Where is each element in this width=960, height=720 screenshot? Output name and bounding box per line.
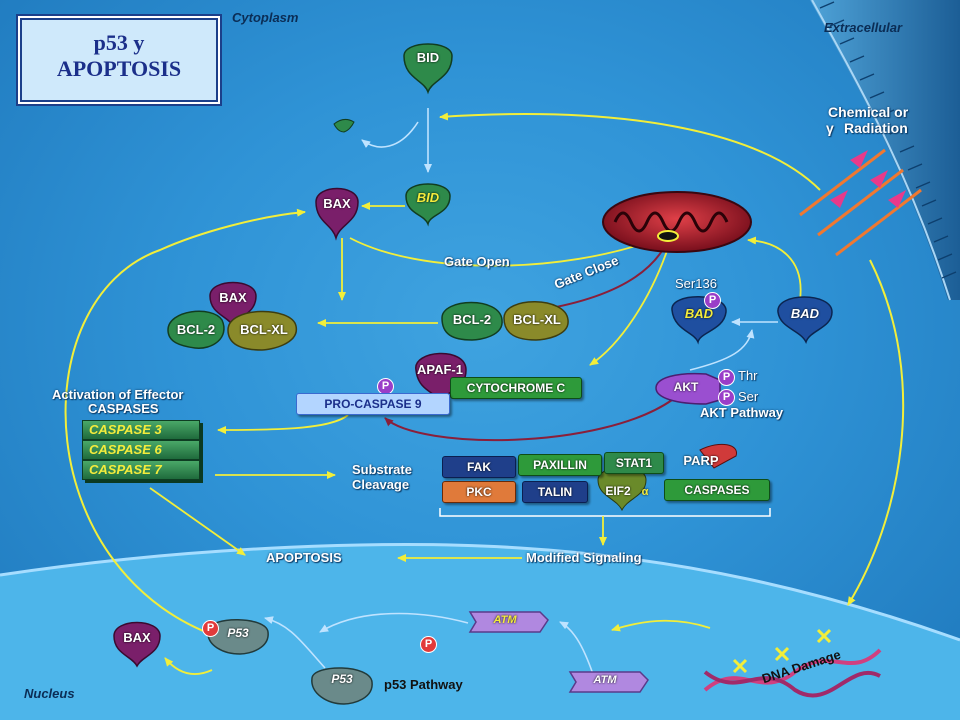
bad-right-text: BAD [790,306,820,321]
talin: TALIN [522,481,588,503]
bid-fragment-shape [333,118,355,133]
p53-pathway-label: p53 Pathway [384,677,463,692]
bax-complex: BAX [219,290,247,305]
bax-nucleus: BAX [123,630,151,645]
region-nucleus: Nucleus [24,686,75,701]
bad-right: BAD [778,306,832,321]
stat1: STAT1 [604,452,664,474]
membrane-texture [819,1,957,279]
dna-helix [703,628,882,698]
substrate-line2: Cleavage [352,477,410,492]
substrate-line1: Substrate [352,462,412,477]
title-line1: p53 y [93,30,145,55]
atm-bottom: ATM [593,674,617,686]
p53-phospho-badge: P [202,620,219,637]
p53-bottom: P53 [331,672,353,686]
bclxl-right: BCL-XL [513,312,561,327]
akt-thr-badge: P [718,369,735,386]
bid-mid: BID [416,190,440,205]
parp: PARP [683,453,719,468]
pkc: PKC [442,481,516,503]
thr-label: Thr [738,368,758,383]
bclxl-left: BCL-XL [240,322,288,337]
caspases-substrate: CASPASES [664,479,770,501]
eif2: EIF2 [605,484,631,498]
ser136-label: Ser136 [675,276,717,291]
region-cytoplasm: Cytoplasm [232,10,299,25]
bid-top: BID [416,50,440,65]
paxillin: PAXILLIN [518,454,602,476]
caspase6: CASPASE 6 [82,440,200,460]
free-phospho-badge: P [420,636,437,653]
ser-label: Ser [738,389,759,404]
title-box: p53 y APOPTOSIS [20,18,218,102]
p53-top: P53 [227,626,249,640]
eif2-alpha: α [641,486,649,498]
loop-arrow [64,208,306,641]
region-extracellular: Extracellular [824,20,903,35]
apaf1: APAF-1 [417,362,463,377]
fak: FAK [442,456,516,478]
stimulus-line1: Chemical or [828,104,909,120]
atm-top: ATM [493,614,517,626]
akt: AKT [673,380,699,394]
bax-mid: BAX [323,196,351,211]
bid-mid-shape [405,183,451,227]
caspase3: CASPASE 3 [82,420,200,440]
radiation-streaks [799,148,922,257]
bad-left-text: BAD [684,306,714,321]
bcl2-left: BCL-2 [176,322,216,337]
pro-caspase9: PRO-CASPASE 9 [296,393,450,415]
modified-signaling-label: Modified Signaling [526,550,642,565]
bad-phospho-badge: P [704,292,721,309]
gate-open-label: Gate Open [444,254,510,269]
gamma-symbol: γ [826,120,834,136]
akt-ser-badge: P [718,389,735,406]
activation-line2: CASPASES [88,401,159,416]
cytochrome-c: CYTOCHROME C [450,377,582,399]
bcl2-right: BCL-2 [452,312,492,327]
bid-top-shape [403,43,453,95]
apoptosis-label: APOPTOSIS [266,550,342,565]
akt-pathway-label: AKT Pathway [700,405,784,420]
stimulus-line2: Radiation [844,120,908,136]
mitochondrion [602,191,752,253]
caspase7: CASPASE 7 [82,460,200,480]
bax-mid-shape [315,187,359,241]
activation-line1: Activation of Effector [52,387,184,402]
title-line2: APOPTOSIS [56,56,182,81]
bad-left: BAD [672,306,726,321]
